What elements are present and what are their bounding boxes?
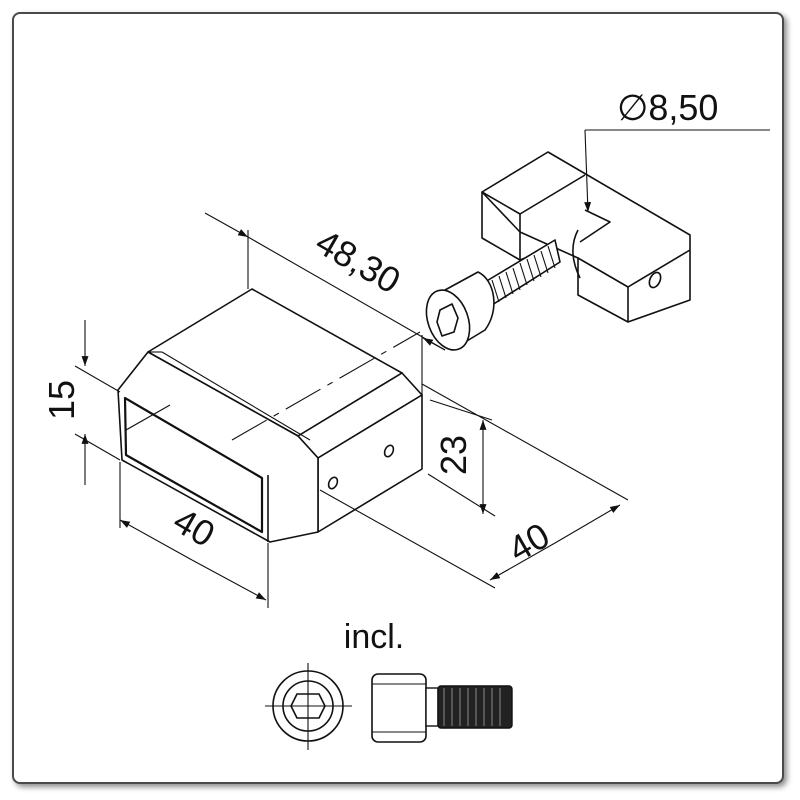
dimension-label-bolt-diameter: ∅8,50 bbox=[617, 87, 718, 128]
tube-connector-body bbox=[117, 288, 423, 543]
dimension-bolt-diameter: ∅8,50 bbox=[584, 87, 770, 213]
included-screw-side-view bbox=[371, 673, 513, 743]
mounting-hole bbox=[327, 476, 339, 490]
clamp-block bbox=[481, 151, 691, 323]
clamp-hole bbox=[648, 271, 662, 289]
dimension-label-height-right: 23 bbox=[433, 435, 474, 475]
dimension-height-right: 23 bbox=[427, 399, 496, 517]
dimension-label-width-side: 40 bbox=[501, 514, 556, 570]
mounting-hole bbox=[383, 444, 395, 458]
dimension-label-height-left: 15 bbox=[41, 380, 82, 420]
included-screw-top-view bbox=[265, 663, 352, 750]
dimension-label-length: 48,30 bbox=[309, 221, 408, 302]
dimension-height-left: 15 bbox=[41, 320, 121, 485]
included-label: incl. bbox=[344, 618, 404, 656]
socket-head-screw bbox=[425, 239, 561, 351]
